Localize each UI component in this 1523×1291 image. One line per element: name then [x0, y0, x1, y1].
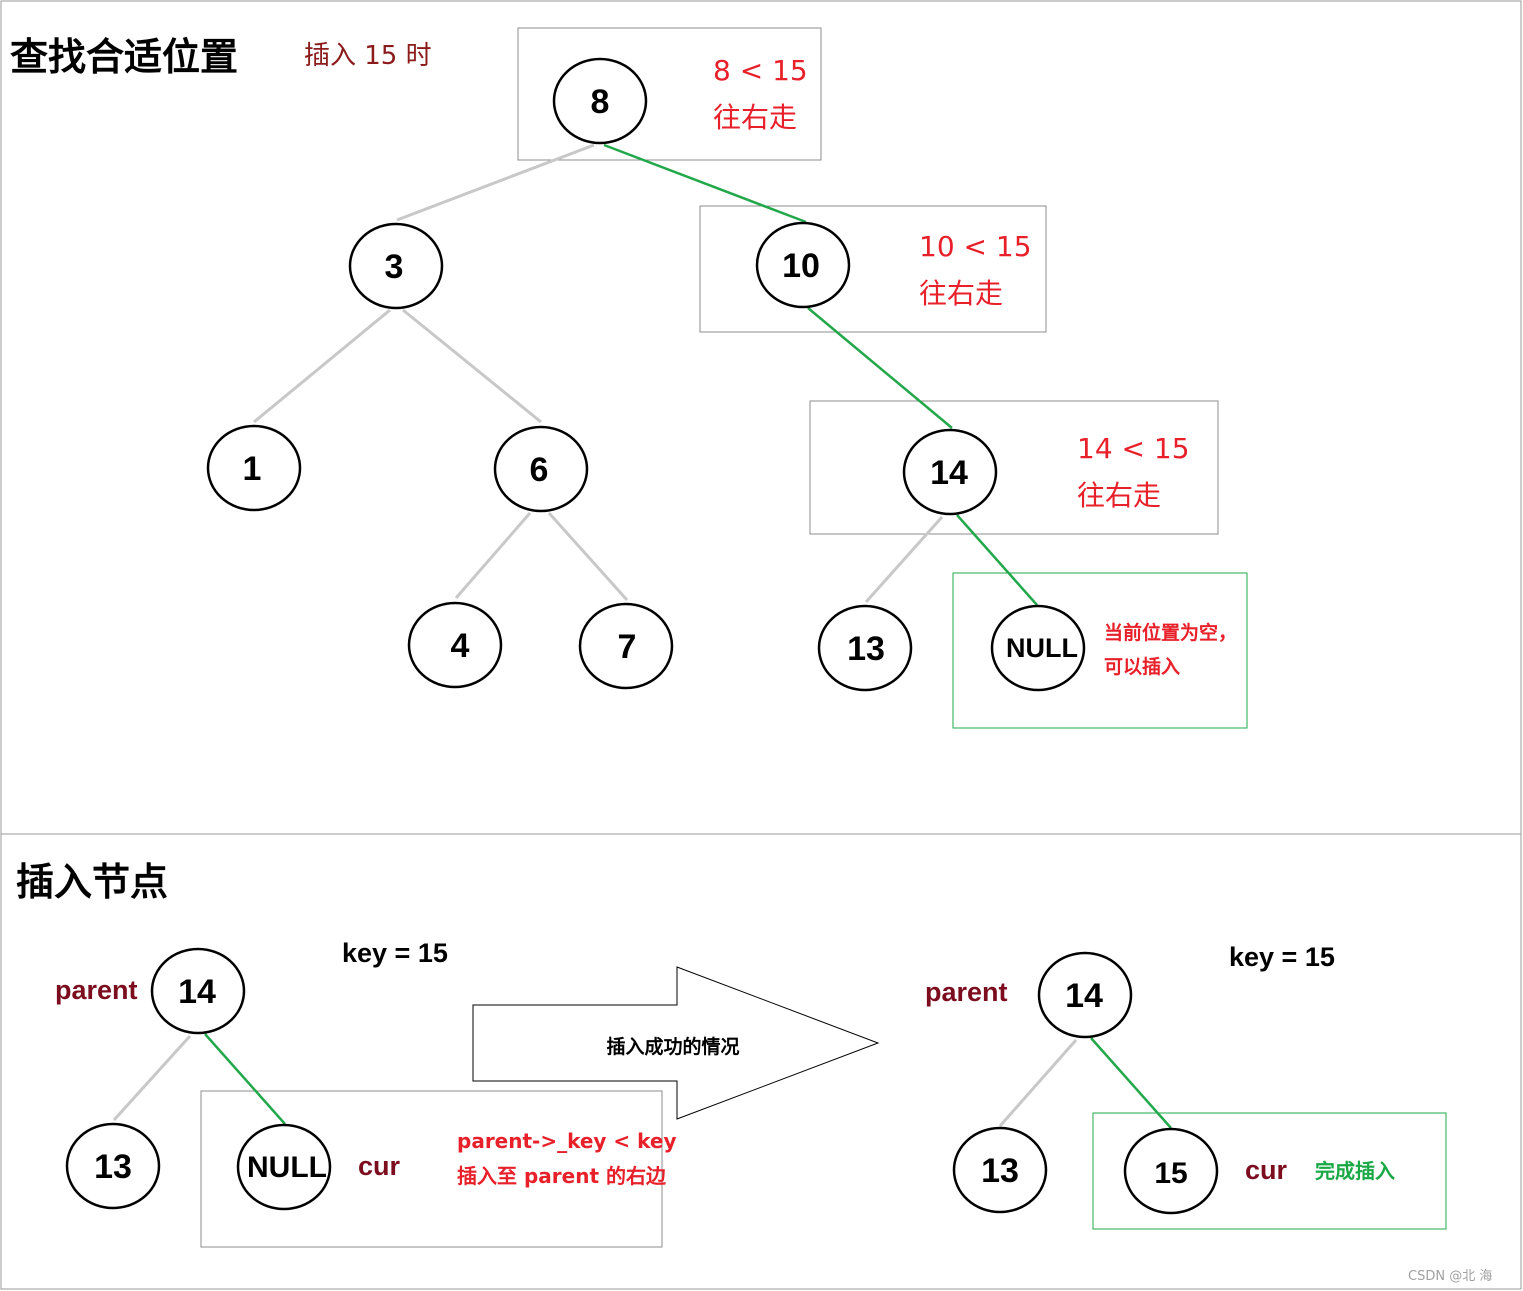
after-parent-node: 14 [1037, 951, 1133, 1039]
svg-text:8: 8 [591, 83, 610, 121]
svg-text:14: 14 [930, 454, 968, 492]
step-action-2: 往右走 [919, 277, 1003, 310]
watermark: CSDN @北 海 [1408, 1269, 1492, 1284]
edge-14-13 [864, 516, 944, 603]
after-cur-node: 15 [1123, 1127, 1219, 1215]
transition-arrow [472, 966, 880, 1120]
tree-node-4: 4 [407, 601, 503, 689]
tree-node-13: 13 [817, 604, 913, 692]
tree-node-7: 7 [578, 602, 674, 690]
svg-text:14: 14 [178, 973, 216, 1011]
after-cur-box [1092, 1112, 1447, 1230]
step-box-3 [809, 400, 1219, 535]
svg-text:NULL: NULL [247, 1151, 327, 1184]
svg-text:14: 14 [1065, 977, 1103, 1015]
svg-text:6: 6 [530, 451, 549, 489]
edge-8-10 [603, 143, 807, 224]
before-edge-left [112, 1034, 192, 1122]
edge-3-1 [253, 308, 391, 424]
empty-note-line-1: 当前位置为空， [1104, 621, 1237, 644]
step-box-1 [517, 27, 822, 161]
svg-text:7: 7 [618, 628, 637, 666]
svg-text:4: 4 [451, 627, 470, 665]
tree-node-10: 10 [755, 221, 851, 309]
svg-text:13: 13 [94, 1148, 132, 1186]
tree-node-6: 6 [493, 425, 589, 513]
edge-10-14 [807, 307, 953, 429]
edge-6-7 [547, 511, 629, 602]
svg-text:10: 10 [782, 247, 820, 285]
tree-node-3: 3 [348, 222, 444, 310]
after-note: 完成插入 [1315, 1159, 1395, 1183]
section-frame-insert [0, 833, 1522, 1290]
after-key-label: key = 15 [1229, 942, 1335, 972]
section-title-find: 查找合适位置 [10, 35, 238, 79]
tree-node-14: 14 [902, 428, 998, 516]
before-parent-node: 14 [150, 947, 246, 1035]
section-subtitle-find: 插入 15 时 [304, 41, 432, 71]
edge-14-null [956, 514, 1038, 606]
after-edge-left [998, 1039, 1078, 1127]
before-cur-label: cur [358, 1151, 401, 1181]
after-edge-right [1090, 1037, 1172, 1129]
section-title-insert: 插入节点 [16, 860, 168, 904]
before-note-line-1: parent->_key < key [457, 1129, 677, 1153]
before-cur-box [200, 1090, 663, 1248]
svg-text:13: 13 [847, 630, 885, 668]
step-action-1: 往右走 [713, 101, 797, 134]
tree-node-8: 8 [552, 57, 648, 145]
before-note-line-2: 插入至 parent 的右边 [457, 1164, 667, 1188]
step-compare-2: 10 < 15 [919, 230, 1032, 263]
before-left-node: 13 [65, 1122, 161, 1210]
transition-arrow-label: 插入成功的情况 [606, 1035, 739, 1058]
edge-3-6 [402, 308, 542, 424]
before-cur-node: NULL [236, 1123, 332, 1211]
before-parent-label: parent [55, 975, 138, 1005]
svg-text:3: 3 [385, 248, 404, 286]
before-key-label: key = 15 [342, 938, 448, 968]
step-compare-1: 8 < 15 [713, 54, 808, 87]
svg-text:NULL: NULL [1006, 633, 1078, 663]
step-action-3: 往右走 [1077, 479, 1161, 512]
after-cur-label: cur [1245, 1155, 1288, 1185]
svg-text:15: 15 [1154, 1157, 1187, 1190]
step-box-2 [699, 205, 1047, 333]
before-edge-right [204, 1033, 286, 1125]
step-compare-3: 14 < 15 [1077, 432, 1190, 465]
empty-note-line-2: 可以插入 [1104, 656, 1180, 678]
tree-node-null: NULL [990, 604, 1086, 692]
empty-slot-box [952, 572, 1248, 729]
svg-text:1: 1 [243, 450, 262, 488]
after-left-node: 13 [952, 1126, 1048, 1214]
tree-node-1: 1 [206, 424, 302, 512]
svg-text:13: 13 [981, 1152, 1019, 1190]
edge-6-4 [454, 512, 532, 599]
edge-8-3 [396, 143, 595, 222]
after-parent-label: parent [925, 977, 1008, 1007]
